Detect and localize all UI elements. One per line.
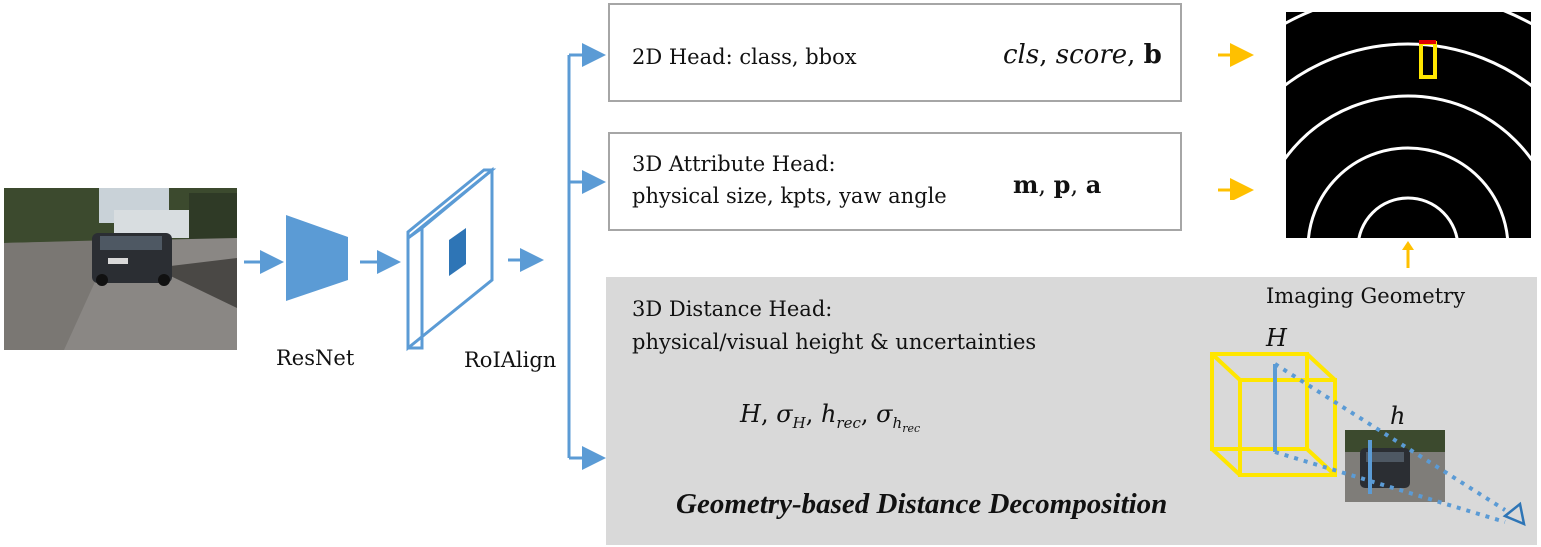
head-dist-formula: H, σH, hrec, σhrec <box>740 400 921 435</box>
backbone-diagram <box>244 166 544 352</box>
camera-icon <box>1502 501 1526 527</box>
arrow-geometry-to-bev <box>1402 241 1414 268</box>
output-a: a <box>1085 170 1102 199</box>
resnet-block <box>286 215 348 301</box>
roi-patch <box>449 228 466 276</box>
head-attr-outputs: m, p, a <box>1013 170 1102 199</box>
head-dist-title: 3D Distance Head: <box>632 297 833 321</box>
head-2d-title: 2D Head: class, bbox <box>632 45 857 69</box>
resnet-label: ResNet <box>276 346 355 370</box>
output-cls: cls <box>1003 40 1040 70</box>
head-attr-subtitle: physical size, kpts, yaw angle <box>632 184 947 208</box>
imaging-geometry-label: Imaging Geometry <box>1266 284 1466 308</box>
output-b: b <box>1143 40 1162 70</box>
head-attr-box: 3D Attribute Head: physical size, kpts, … <box>608 132 1182 231</box>
bev-output-image <box>1286 12 1531 238</box>
output-p: p <box>1053 170 1071 199</box>
roialign-label: RoIAlign <box>464 348 557 372</box>
head-splitter <box>567 43 606 470</box>
output-arrows <box>1218 43 1254 200</box>
head-2d-outputs: cls, score, b <box>1003 40 1162 70</box>
head-attr-title: 3D Attribute Head: <box>632 152 836 176</box>
head-2d-box: 2D Head: class, bbox cls, score, b <box>608 3 1182 102</box>
head-dist-subtitle: physical/visual height & uncertainties <box>632 330 1037 354</box>
H-label: H <box>1265 324 1288 352</box>
head-dist-caption: Geometry-based Distance Decomposition <box>676 488 1168 520</box>
output-m: m <box>1013 170 1039 199</box>
h-label: h <box>1390 402 1405 430</box>
imaging-geometry-illustration: H h <box>1210 324 1526 527</box>
output-score: score <box>1055 40 1128 70</box>
input-image <box>4 188 237 350</box>
